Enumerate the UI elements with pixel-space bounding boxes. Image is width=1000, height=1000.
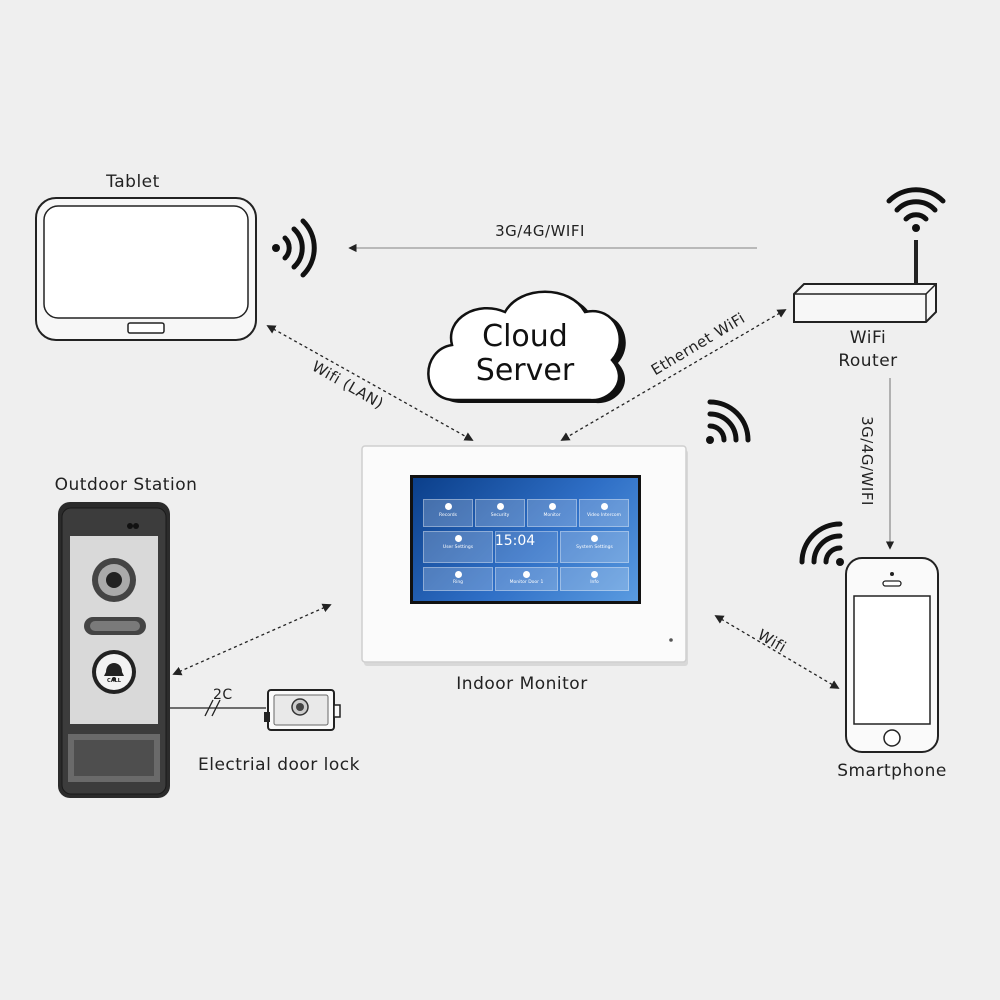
clock-tile (495, 531, 558, 563)
link-label-router-phone: 3G/4G/WIFI (857, 416, 876, 506)
link-label-router-tablet: 3G/4G/WIFI (495, 222, 585, 240)
camera-lens-icon (92, 558, 136, 602)
wifi-router-device (793, 240, 937, 323)
screen-tile: Security (475, 499, 525, 527)
router-label-line1: WiFi (849, 328, 887, 348)
wifi-signal-icon (706, 399, 751, 444)
wifi-signal-icon (272, 218, 317, 278)
tablet-label: Tablet (106, 172, 160, 192)
router-label-line2: Router (838, 351, 898, 371)
screen-tile: Info (560, 567, 629, 591)
screen-tile: Video Intercom (579, 499, 629, 527)
screen-tile: User Settings (423, 531, 493, 563)
link-tablet-monitor (266, 325, 474, 441)
cloud-label: Cloud Server (445, 320, 605, 388)
outdoor-station-device (58, 502, 170, 798)
lock-label: Electrial door lock (198, 755, 360, 775)
cloud-label-line2: Server (475, 353, 575, 388)
screen-tile: Records (423, 499, 473, 527)
call-text: CALL (107, 678, 121, 684)
smartphone-device (845, 557, 939, 753)
link-router-monitor (560, 309, 787, 441)
screen-tile: Monitor (527, 499, 577, 527)
outdoor-station-label: Outdoor Station (54, 475, 198, 495)
tablet-device (35, 197, 257, 341)
cloud-label-line1: Cloud (482, 319, 568, 354)
screen-tile: Monitor Door 1 (495, 567, 558, 591)
screen-tile: Ring (423, 567, 493, 591)
wifi-signal-icon (799, 521, 844, 566)
screen-tile: System Settings (560, 531, 629, 563)
smartphone-label: Smartphone (837, 761, 947, 781)
monitor-screen: Records Security Monitor Video Intercom … (413, 478, 638, 601)
screen-clock: 15:04 (494, 533, 536, 549)
link-outdoor-monitor (172, 603, 332, 676)
electric-door-lock-device (264, 689, 341, 731)
monitor-label: Indoor Monitor (456, 674, 588, 694)
wifi-signal-icon (886, 187, 946, 232)
bell-icon (92, 650, 136, 694)
link-label-2c: 2C (213, 687, 233, 703)
